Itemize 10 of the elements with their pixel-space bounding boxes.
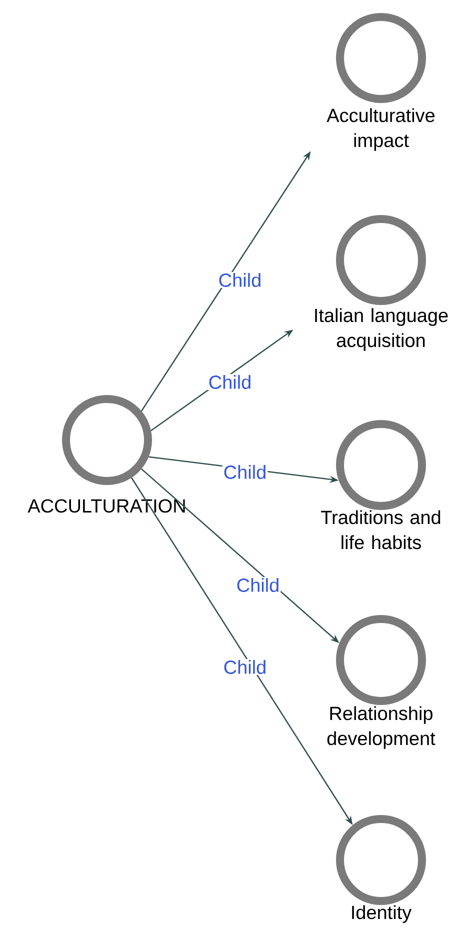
node-label: Traditions and life habits [321, 510, 440, 550]
edge-label: Child [217, 272, 263, 288]
edge-label: Child [207, 374, 253, 390]
edge-label: Child [222, 659, 268, 675]
edge-label: Child [222, 464, 268, 480]
node-label: Italian language acquisition [315, 308, 448, 351]
node-label: Identity [352, 905, 412, 923]
node-label: Relationship development [327, 706, 436, 749]
node-label: Acculturative impact [326, 108, 435, 151]
edge-label: Child [235, 577, 281, 593]
